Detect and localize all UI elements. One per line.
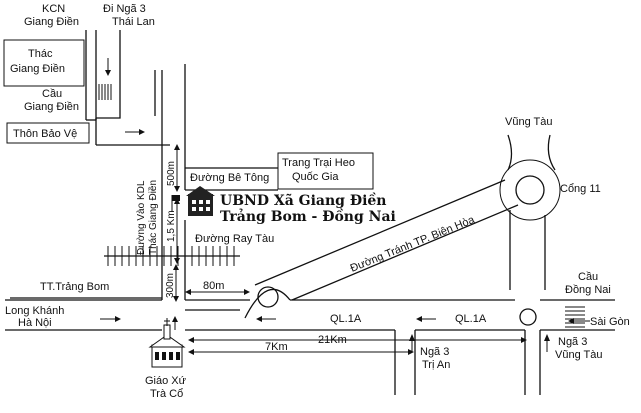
duong-be-tong-label: Đường Bê Tông xyxy=(190,172,269,184)
cau-dong-nai-label-2: Đồng Nai xyxy=(565,284,611,296)
ql1a-left-label: QL.1A xyxy=(330,313,362,325)
dist-80m-label: 80m xyxy=(203,280,224,292)
di-nga3-label: Đi Ngã 3 xyxy=(103,3,146,15)
railway-icon xyxy=(107,246,235,266)
tt-trang-bom-label: TT.Trảng Bom xyxy=(40,281,109,293)
dist-15km-label: 1,5 Km xyxy=(166,210,177,242)
dist-21km-label: 21Km xyxy=(318,334,347,346)
thac-giang-dien-label: Giang Điền xyxy=(10,63,65,75)
giao-xu-label-1: Giáo Xứ xyxy=(145,375,187,387)
nga3-vung-tau-label-1: Ngã 3 xyxy=(558,336,587,348)
nga3-vung-tau-label-2: Vũng Tàu xyxy=(555,349,603,361)
trang-trai-label-1: Trang Trại Heo xyxy=(282,157,355,169)
kcn-giang-dien-label: Giang Điền xyxy=(24,16,79,28)
kcn-label: KCN xyxy=(42,3,65,15)
thac-giang-dien-box xyxy=(3,39,85,87)
cau-label: Cầu xyxy=(42,88,62,100)
duong-ray-tau-label: Đường Ray Tàu xyxy=(195,233,274,245)
dist-300m-label: 300m xyxy=(165,273,176,298)
trang-trai-box xyxy=(277,152,374,190)
long-khanh-label: Long Khánh xyxy=(5,305,64,317)
kdl-label-1: Đường Vào KDL xyxy=(136,180,147,255)
ubnd-label-1: UBND Xã Giang Điền xyxy=(220,192,387,209)
ql1a-right-label: QL.1A xyxy=(455,313,487,325)
nga3-tri-an-label-1: Ngã 3 xyxy=(420,346,449,358)
thai-lan-label: Thái Lan xyxy=(112,16,155,28)
thon-bao-ve-box xyxy=(6,122,90,144)
thac-label: Thác xyxy=(28,48,53,60)
ubnd-label-2: Trảng Bom - Đồng Nai xyxy=(220,208,396,225)
bridge-icon xyxy=(95,84,112,100)
bridge-icon xyxy=(565,306,585,328)
ha-noi-label: Hà Nội xyxy=(18,317,52,329)
trang-trai-label-2: Quốc Gia xyxy=(292,171,339,183)
cau-giang-dien-label: Giang Điền xyxy=(24,101,79,113)
church-icon xyxy=(148,318,186,368)
building-icon xyxy=(171,186,215,216)
nga3-tri-an-label-2: Trị An xyxy=(422,359,450,371)
cong-11-label: Cổng 11 xyxy=(560,183,601,195)
kdl-label-2: Thác Giang Điền xyxy=(147,180,159,255)
vung-tau-top-label: Vũng Tàu xyxy=(505,116,553,128)
thon-bao-ve-label: Thôn Bảo Vệ xyxy=(13,128,77,140)
dist-500m-label: 500m xyxy=(166,161,177,186)
giao-xu-label-2: Trà Cổ xyxy=(150,388,183,400)
sai-gon-label: Sài Gòn xyxy=(590,316,630,328)
cau-dong-nai-label-1: Cầu xyxy=(578,271,598,283)
dist-7km-label: 7Km xyxy=(265,341,288,353)
